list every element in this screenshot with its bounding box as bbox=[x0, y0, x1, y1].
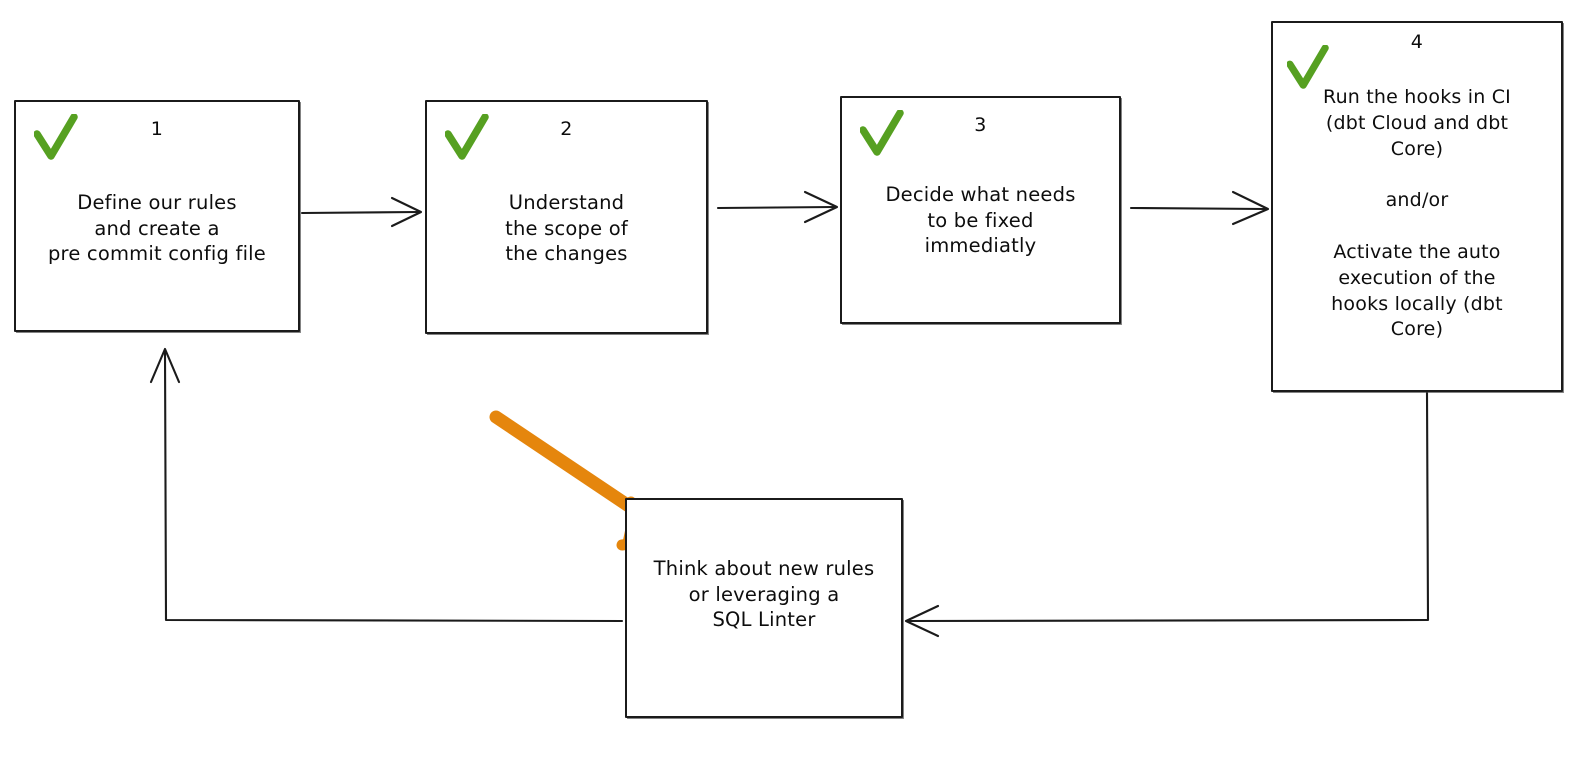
flow-node-1-text: Define our rules and create a pre commit… bbox=[47, 191, 267, 266]
flow-node-4[interactable]: 4 Run the hooks in CI (dbt Cloud and dbt… bbox=[1271, 21, 1563, 392]
flow-node-loop[interactable]: Think about new rules or leveraging a SQ… bbox=[625, 498, 903, 718]
flow-node-4-number: 4 bbox=[1410, 31, 1424, 53]
edge-node3-to-node4 bbox=[1129, 190, 1270, 226]
flow-node-3-number: 3 bbox=[974, 114, 987, 136]
green-check-icon bbox=[444, 113, 489, 162]
flow-node-2-number: 2 bbox=[560, 118, 573, 140]
edge-node4-to-loopnode bbox=[904, 391, 1430, 638]
flow-node-1-number: 1 bbox=[150, 118, 164, 140]
green-check-icon bbox=[33, 113, 78, 162]
flow-node-3-text: Decide what needs to be fixed immediatly bbox=[885, 183, 1076, 258]
flow-node-3[interactable]: 3 Decide what needs to be fixed immediat… bbox=[840, 96, 1121, 324]
flow-node-2-text: Understand the scope of the changes bbox=[505, 191, 628, 266]
edge-node1-to-node2 bbox=[300, 196, 423, 228]
green-check-icon bbox=[859, 109, 904, 158]
flow-node-2[interactable]: 2 Understand the scope of the changes bbox=[425, 100, 708, 334]
edge-node2-to-node3 bbox=[716, 190, 839, 224]
edge-loopnode-to-node1 bbox=[149, 347, 624, 623]
flow-node-4-text: Run the hooks in CI (dbt Cloud and dbt C… bbox=[1323, 86, 1511, 341]
flow-node-1[interactable]: 1 Define our rules and create a pre comm… bbox=[14, 100, 300, 332]
flow-node-loop-text: Think about new rules or leveraging a SQ… bbox=[653, 557, 875, 632]
green-check-icon bbox=[1286, 44, 1329, 91]
